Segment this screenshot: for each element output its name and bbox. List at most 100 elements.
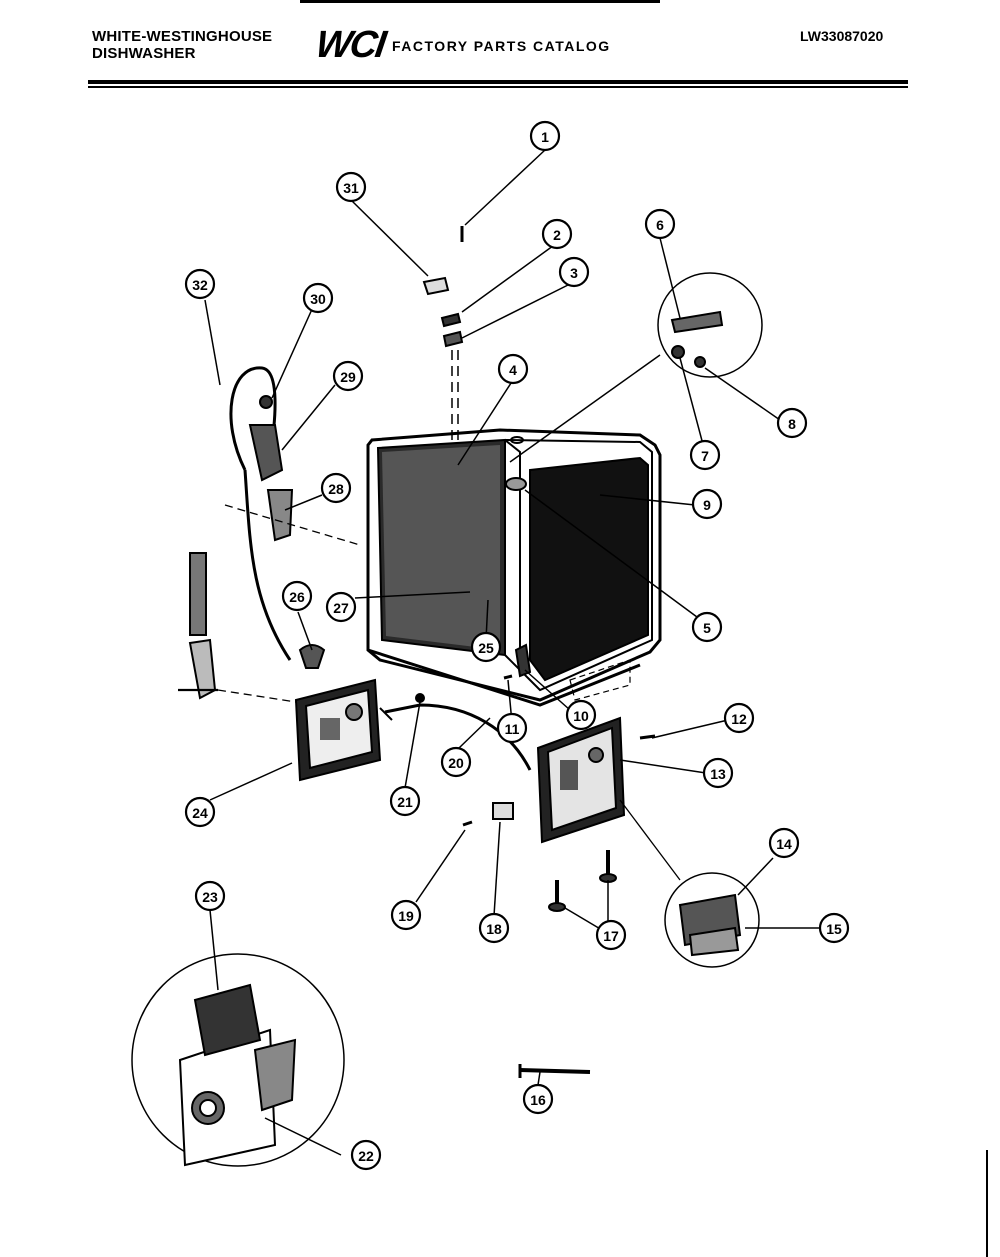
callout-30: 30 xyxy=(302,282,334,314)
dishwasher-tub xyxy=(366,428,662,707)
callout-group: 1234567891011121314151617181920212223242… xyxy=(184,120,850,1171)
callout-circle xyxy=(529,120,561,152)
callout-15: 15 xyxy=(818,912,850,944)
callout-circle xyxy=(818,912,850,944)
callout-12: 12 xyxy=(723,702,755,734)
callout-circle xyxy=(768,827,800,859)
detail-circle-6-8 xyxy=(657,272,763,378)
callout-label: 28 xyxy=(328,481,344,497)
callout-circle xyxy=(776,407,808,439)
callout-label: 8 xyxy=(788,416,796,432)
callout-label: 30 xyxy=(310,291,326,307)
callout-circle xyxy=(320,472,352,504)
part-16 xyxy=(518,1064,591,1078)
callout-label: 3 xyxy=(570,265,578,281)
callout-10: 10 xyxy=(565,699,597,731)
callout-label: 18 xyxy=(486,921,502,937)
callout-5: 5 xyxy=(691,611,723,643)
callout-label: 19 xyxy=(398,908,414,924)
callout-circle xyxy=(335,171,367,203)
callout-20: 20 xyxy=(440,746,472,778)
callout-label: 21 xyxy=(397,794,413,810)
callout-14: 14 xyxy=(768,827,800,859)
callout-9: 9 xyxy=(691,488,723,520)
callout-circle xyxy=(390,899,422,931)
callout-18: 18 xyxy=(478,912,510,944)
callout-label: 2 xyxy=(553,227,561,243)
callout-label: 15 xyxy=(826,921,842,937)
control-panel-left xyxy=(217,678,382,782)
callout-circle xyxy=(302,282,334,314)
callout-circle xyxy=(689,439,721,471)
top-edge-line xyxy=(300,0,660,3)
callout-22: 22 xyxy=(350,1139,382,1171)
callout-label: 17 xyxy=(603,928,619,944)
callout-circle xyxy=(440,746,472,778)
callout-19: 19 xyxy=(390,899,422,931)
callout-16: 16 xyxy=(522,1083,554,1115)
callout-circle xyxy=(470,631,502,663)
callout-6: 6 xyxy=(644,208,676,240)
callout-circle xyxy=(281,580,313,612)
callout-7: 7 xyxy=(689,439,721,471)
callout-23: 23 xyxy=(194,880,226,912)
detail-circle-22-23 xyxy=(131,953,345,1167)
callout-29: 29 xyxy=(332,360,364,392)
callout-32: 32 xyxy=(184,268,216,300)
callout-circle xyxy=(595,919,627,951)
callout-13: 13 xyxy=(702,757,734,789)
callout-circle xyxy=(325,591,357,623)
callout-8: 8 xyxy=(776,407,808,439)
callout-circle xyxy=(558,256,590,288)
callout-circle xyxy=(194,880,226,912)
inlet-hose-assembly xyxy=(224,366,361,661)
callout-label: 9 xyxy=(703,497,711,513)
brand-block: WHITE-WESTINGHOUSE DISHWASHER xyxy=(92,28,272,62)
control-panel-right xyxy=(536,716,626,844)
wire-harness xyxy=(379,693,532,771)
callout-21: 21 xyxy=(389,785,421,817)
callout-circle xyxy=(184,796,216,828)
callout-label: 1 xyxy=(541,129,549,145)
callout-3: 3 xyxy=(558,256,590,288)
callout-label: 23 xyxy=(202,889,218,905)
callout-label: 5 xyxy=(703,620,711,636)
callout-circle xyxy=(184,268,216,300)
header-rule-thin xyxy=(88,86,908,88)
callout-1: 1 xyxy=(529,120,561,152)
callout-label: 10 xyxy=(573,708,589,724)
callout-11: 11 xyxy=(496,712,528,744)
callout-circle xyxy=(691,488,723,520)
callout-circle xyxy=(702,757,734,789)
brand-line-2: DISHWASHER xyxy=(92,45,196,62)
callout-circle xyxy=(541,218,573,250)
callout-27: 27 xyxy=(325,591,357,623)
small-parts xyxy=(462,643,656,827)
callout-4: 4 xyxy=(497,353,529,385)
callout-label: 31 xyxy=(343,180,359,196)
callout-label: 20 xyxy=(448,755,464,771)
callout-label: 26 xyxy=(289,589,305,605)
artwork xyxy=(131,149,820,1167)
model-number: LW33087020 xyxy=(800,28,884,44)
callout-label: 7 xyxy=(701,448,709,464)
callout-label: 27 xyxy=(333,600,349,616)
catalog-title: FACTORY PARTS CATALOG xyxy=(392,38,611,54)
callout-label: 32 xyxy=(192,277,208,293)
callout-28: 28 xyxy=(320,472,352,504)
leveling-legs xyxy=(548,850,617,912)
callout-label: 4 xyxy=(509,362,517,378)
callout-circle xyxy=(350,1139,382,1171)
callout-2: 2 xyxy=(541,218,573,250)
callout-circle xyxy=(497,353,529,385)
callout-label: 29 xyxy=(340,369,356,385)
edge-mark xyxy=(986,1150,988,1257)
callout-31: 31 xyxy=(335,171,367,203)
callout-label: 24 xyxy=(192,805,208,821)
callout-circle xyxy=(723,702,755,734)
brand-line-1: WHITE-WESTINGHOUSE xyxy=(92,28,273,45)
callout-label: 16 xyxy=(530,1092,546,1108)
callout-circle xyxy=(522,1083,554,1115)
callout-26: 26 xyxy=(281,580,313,612)
